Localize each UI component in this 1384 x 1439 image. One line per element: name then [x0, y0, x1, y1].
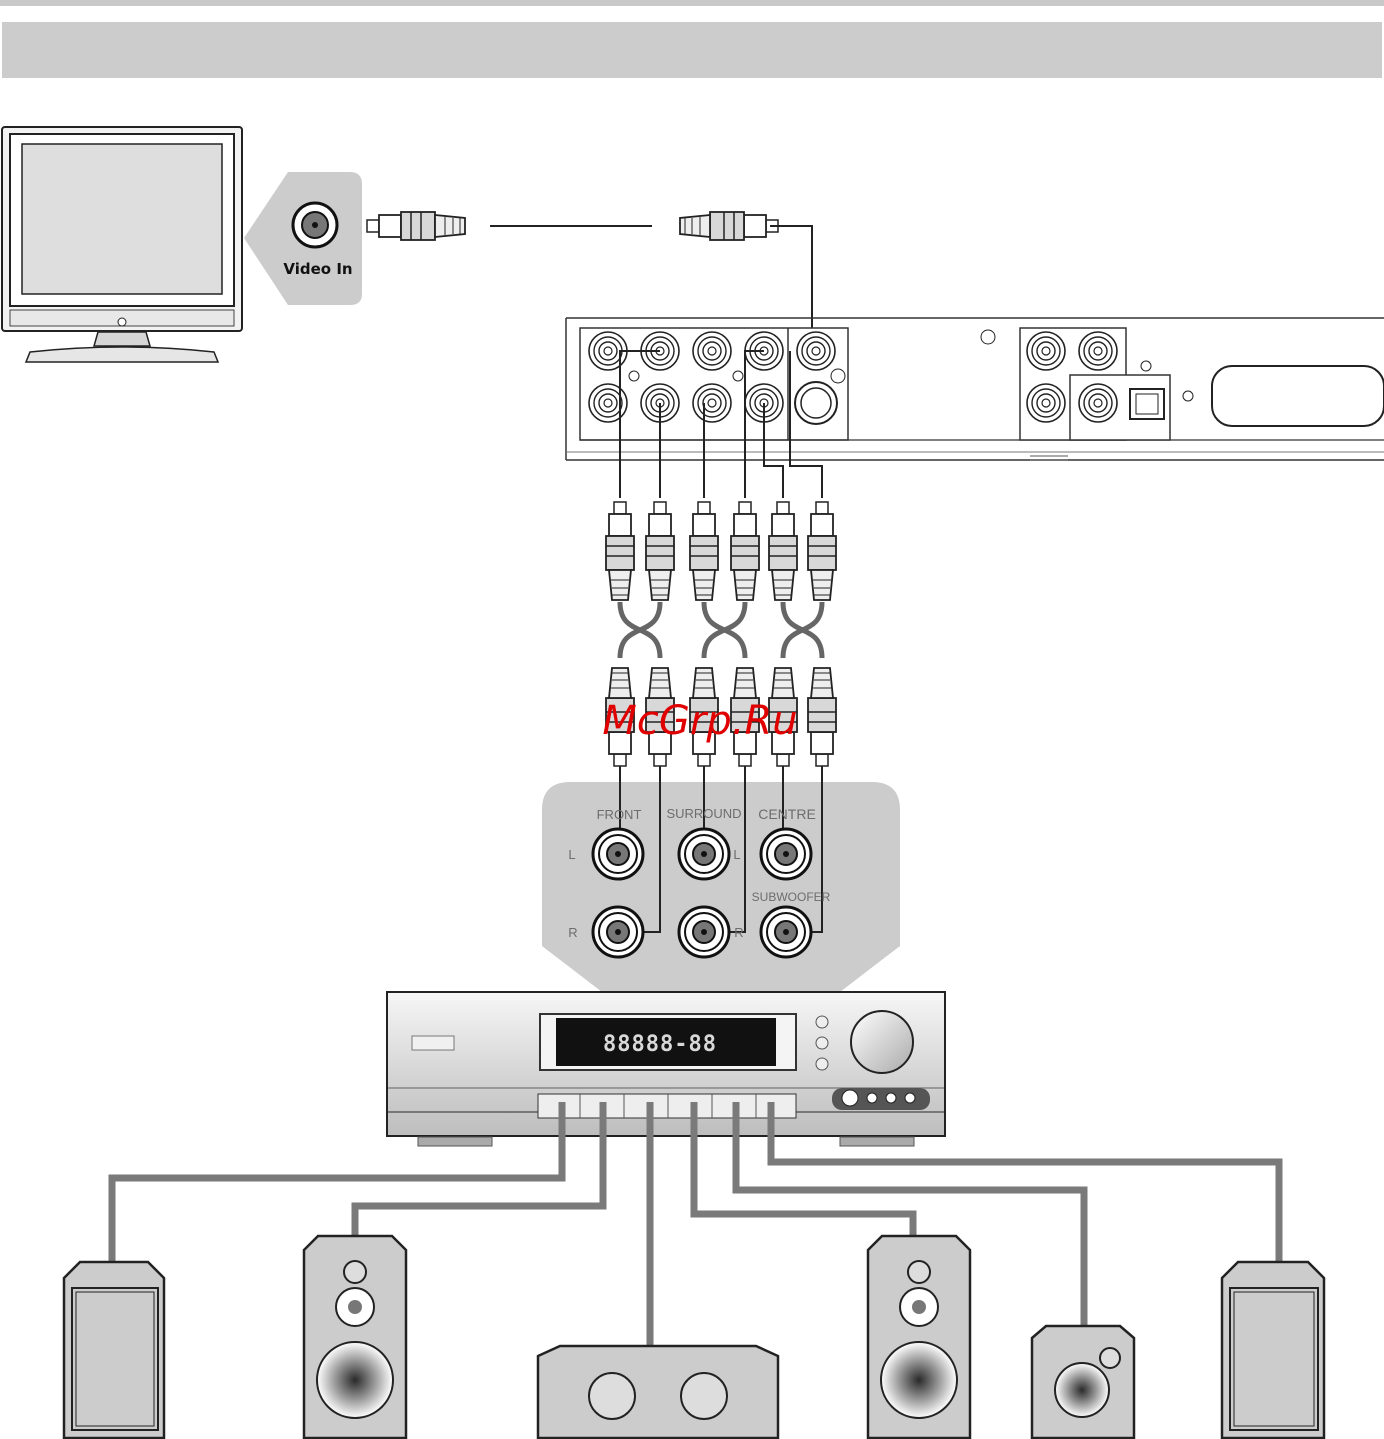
cable-twists — [620, 602, 822, 658]
top-rule — [0, 0, 1384, 6]
header-band — [2, 22, 1382, 78]
centre-label: CENTRE — [758, 806, 816, 822]
speaker-front-left — [64, 1262, 164, 1438]
receiver-display: 88888-88 — [603, 1032, 717, 1057]
speaker-centre — [538, 1346, 778, 1438]
front-l-label: L — [568, 847, 575, 862]
speaker-surround-left — [304, 1236, 406, 1438]
speaker-surround-right — [868, 1236, 970, 1438]
tv-icon — [2, 127, 242, 362]
video-in-jack — [293, 203, 337, 247]
surround-label: SURROUND — [666, 806, 741, 821]
watermark: McGrp.Ru — [602, 698, 797, 744]
speaker-subwoofer — [1032, 1326, 1134, 1438]
upper-plugs — [606, 502, 836, 600]
front-r-label: R — [568, 925, 577, 940]
speaker-wires — [112, 1102, 1279, 1350]
surround-l-label: L — [733, 847, 740, 862]
dvd-rear-panel — [566, 318, 1384, 460]
video-in-label: Video In — [283, 260, 352, 278]
front-label: FRONT — [597, 807, 642, 822]
av-receiver: 88888-88 — [387, 992, 945, 1146]
surround-r-label: R — [734, 925, 743, 940]
speaker-front-right — [1222, 1262, 1324, 1438]
subwoofer-label: SUBWOOFER — [752, 890, 831, 904]
